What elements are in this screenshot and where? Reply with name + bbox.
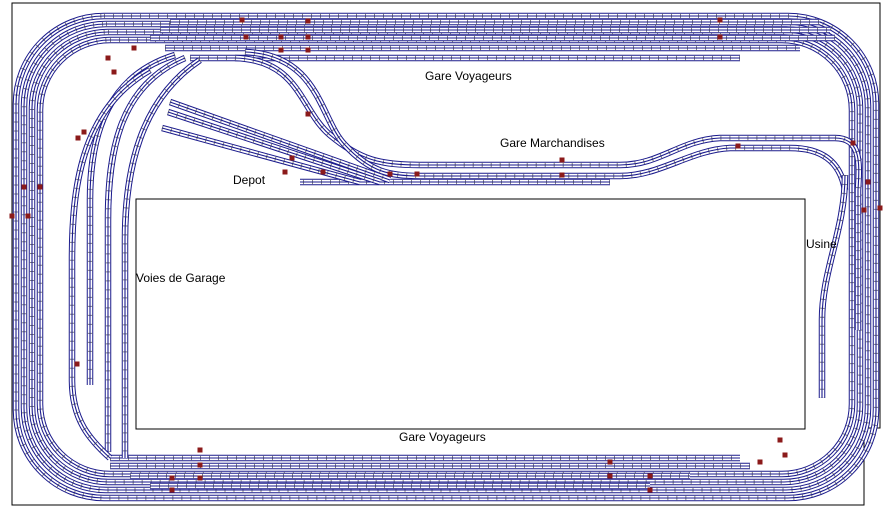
turnout-marker (75, 135, 81, 141)
label-usine: Usine (806, 237, 837, 251)
turnout-marker (25, 213, 31, 219)
turnout-marker (717, 34, 723, 40)
turnout-marker (305, 47, 311, 53)
turnout-marker (320, 169, 326, 175)
turnout-marker (414, 171, 420, 177)
turnout-marker (169, 487, 175, 493)
turnout-marker (278, 34, 284, 40)
turnout-marker (289, 155, 295, 161)
turnout-marker (877, 205, 883, 211)
turnout-marker (197, 475, 203, 481)
turnout-marker (735, 143, 741, 149)
gm-branch-2 (244, 48, 849, 191)
depot-track-1 (168, 98, 392, 184)
turnout-marker (243, 34, 249, 40)
turnout-marker (782, 452, 788, 458)
turnout-marker (305, 111, 311, 117)
turnout-marker (607, 473, 613, 479)
label-depot: Depot (233, 173, 266, 187)
turnout-marker (305, 18, 311, 24)
label-gare-voyageurs-top: Gare Voyageurs (425, 69, 512, 83)
usine-spur (818, 174, 849, 398)
turnout-marker (850, 140, 856, 146)
turnout-marker (105, 55, 111, 61)
turnout-marker (757, 459, 763, 465)
turnout-marker (131, 45, 137, 51)
turnout-marker (111, 69, 117, 75)
turnout-marker (21, 184, 27, 190)
label-gare-marchandises: Gare Marchandises (500, 136, 605, 150)
depot-track-3 (161, 124, 361, 186)
turnout-marker (647, 473, 653, 479)
turnout-marker (607, 459, 613, 465)
turnout-marker (717, 17, 723, 23)
turnout-marker (282, 169, 288, 175)
turnout-marker (278, 47, 284, 53)
turnout-marker (197, 462, 203, 468)
main-loop-outer (12, 12, 880, 502)
usine-link (834, 134, 863, 330)
turnout-marker (74, 361, 80, 367)
turnout-marker (387, 171, 393, 177)
garage-siding-3 (121, 57, 202, 458)
main-loop-3 (28, 28, 864, 486)
turnout-marker (559, 172, 565, 178)
gm-branch-1 (234, 54, 835, 169)
turnout-marker (305, 34, 311, 40)
turnout-marker (9, 213, 15, 219)
turnout-marker (239, 17, 245, 23)
turnout-marker (647, 487, 653, 493)
depot-track-2 (166, 108, 382, 186)
turnout-marker (559, 157, 565, 163)
turnout-marker (37, 184, 43, 190)
label-gare-voyageurs-bottom: Gare Voyageurs (399, 430, 486, 444)
turnout-marker (865, 179, 871, 185)
turnout-marker (861, 207, 867, 213)
label-voies-de-garage: Voies de Garage (136, 271, 226, 285)
turnout-marker (169, 475, 175, 481)
turnout-marker (81, 129, 87, 135)
scenery-area (135, 198, 806, 430)
main-loop-2 (20, 20, 872, 494)
garage-siding-4 (68, 67, 152, 461)
main-loop-inner (36, 36, 856, 478)
turnout-marker (777, 437, 783, 443)
turnout-marker (197, 447, 203, 453)
garage-siding-2 (104, 54, 187, 452)
